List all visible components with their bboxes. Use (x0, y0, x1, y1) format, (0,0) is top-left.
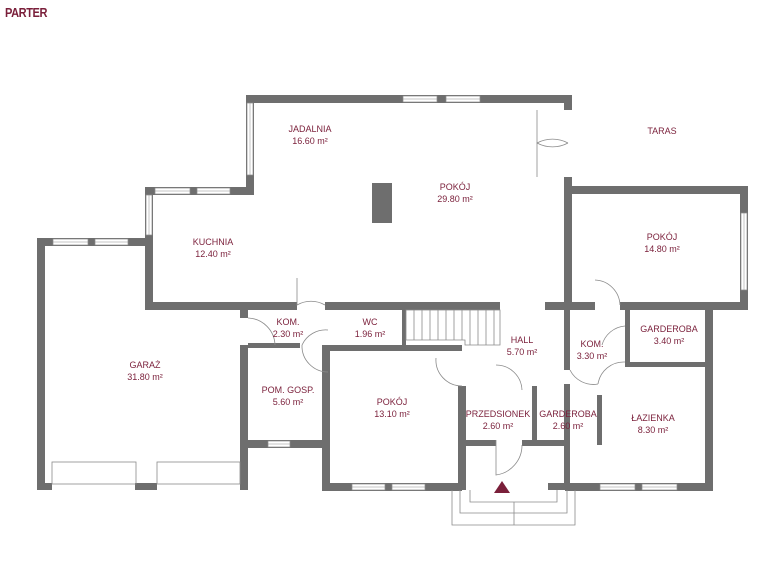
room-label: POKÓJ 13.10 m² (374, 397, 410, 419)
wall (458, 386, 466, 490)
room-label: GARAŻ 31.80 m² (127, 360, 163, 382)
door-swing (536, 138, 569, 177)
door-swing (435, 357, 463, 387)
room-label: POM. GOSP. 5.60 m² (262, 385, 315, 407)
room-area: 31.80 m² (127, 372, 163, 382)
door-swing (247, 317, 276, 346)
room-area: 29.80 m² (437, 194, 473, 204)
door-swing (597, 361, 626, 385)
door-swing (594, 279, 621, 306)
room-area: 2.60 m² (553, 421, 584, 431)
room-label: PRZEDSIONEK 2.60 m² (466, 409, 531, 431)
entrance-triangle-icon (494, 481, 510, 493)
room-label: ŁAZIENKA 8.30 m² (631, 413, 675, 435)
room-label: POKÓJ 29.80 m² (437, 182, 473, 204)
room-name: KOM. (580, 339, 603, 349)
wall (330, 345, 462, 351)
room-label: POKÓJ 14.80 m² (644, 232, 680, 254)
entrance-steps (451, 490, 576, 526)
room-area: 12.40 m² (195, 249, 231, 259)
windows (52, 95, 748, 491)
room-name: KOM. (276, 317, 299, 327)
room-area: 3.30 m² (577, 351, 608, 361)
room-area: 14.80 m² (644, 244, 680, 254)
wall (466, 440, 496, 446)
doors (51, 110, 626, 485)
stairs-outline (405, 309, 501, 346)
room-area: 1.96 m² (355, 329, 386, 339)
room-name: JADALNIA (288, 124, 331, 134)
room-name: POM. GOSP. (262, 385, 315, 395)
room-name: HALL (511, 335, 534, 345)
wall (402, 310, 406, 345)
wall (522, 440, 570, 446)
room-area: 3.40 m² (654, 336, 685, 346)
room-area: 5.70 m² (507, 347, 538, 357)
room-area: 13.10 m² (374, 409, 410, 419)
door-swing (601, 325, 626, 346)
door-swing (495, 364, 523, 391)
room-name: WC (363, 317, 378, 327)
room-name: POKÓJ (440, 182, 471, 192)
chimney (372, 183, 392, 223)
wall (325, 302, 500, 310)
garage-door (156, 461, 241, 485)
room-name: GARDEROBA (539, 409, 597, 419)
room-label: KOM. 3.30 m² (577, 339, 608, 361)
door-swing (296, 278, 326, 306)
room-name: ŁAZIENKA (631, 413, 675, 423)
room-area: 2.30 m² (273, 329, 304, 339)
door-swing (301, 344, 329, 373)
door-swing (569, 369, 599, 385)
wall (548, 483, 570, 490)
wall (240, 345, 248, 490)
staircase (405, 309, 501, 346)
room-label: KOM. 2.30 m² (273, 317, 304, 339)
room-name: GARDEROBA (640, 324, 698, 334)
room-name: POKÓJ (377, 397, 408, 407)
room-area: 5.60 m² (273, 397, 304, 407)
room-label: GARDEROBA 2.60 m² (539, 409, 597, 431)
room-name: GARAŻ (129, 360, 161, 370)
room-area: 8.30 m² (638, 425, 669, 435)
door-swing (495, 440, 523, 476)
room-name: KUCHNIA (193, 237, 234, 247)
wall (625, 362, 712, 367)
room-label: KUCHNIA 12.40 m² (193, 237, 234, 259)
room-label: TARAS (647, 126, 676, 136)
wall (620, 302, 748, 310)
wall (565, 483, 713, 491)
room-name: POKÓJ (647, 232, 678, 242)
wall (37, 483, 52, 490)
room-name: PRZEDSIONEK (466, 409, 531, 419)
wall (532, 386, 537, 446)
wall (240, 302, 248, 318)
wall (564, 95, 572, 110)
room-area: 2.60 m² (483, 421, 514, 431)
room-area: 16.60 m² (292, 136, 328, 146)
room-label: JADALNIA 16.60 m² (288, 124, 331, 146)
wall (37, 238, 45, 490)
room-label: GARDEROBA 3.40 m² (640, 324, 698, 346)
room-labels: JADALNIA 16.60 m² POKÓJ 29.80 m² TARAS KUCHNI… (127, 124, 698, 435)
wall (135, 483, 157, 490)
floor-title: PARTER (5, 5, 48, 20)
wall (248, 343, 300, 348)
wall (597, 395, 602, 445)
room-label: HALL 5.70 m² (507, 335, 538, 357)
garage-door (51, 461, 137, 485)
wall (705, 302, 713, 490)
wall (564, 186, 748, 194)
wall (564, 177, 572, 310)
wall (564, 384, 570, 490)
door-swing (301, 329, 329, 346)
room-label: WC 1.96 m² (355, 317, 386, 339)
wall (145, 302, 297, 310)
room-name: TARAS (647, 126, 676, 136)
wall (564, 302, 570, 370)
wall (322, 345, 330, 490)
wall (625, 310, 630, 365)
